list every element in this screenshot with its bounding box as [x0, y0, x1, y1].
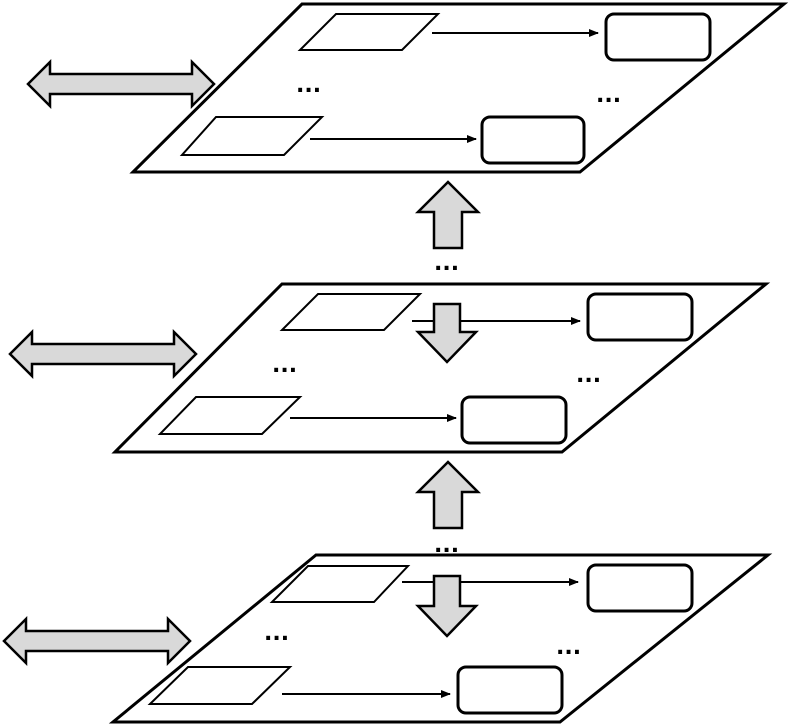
up-arrow [414, 460, 482, 530]
side-double-arrow [26, 58, 216, 110]
input-plane [179, 116, 325, 156]
output-box [586, 563, 694, 613]
ellipsis: ... [596, 83, 621, 108]
input-plane [279, 293, 423, 331]
output-box [586, 292, 694, 342]
output-box [460, 395, 568, 445]
layer-middle: ... ... [111, 282, 771, 454]
input-plane [147, 666, 293, 705]
ellipsis: ... [434, 251, 459, 276]
side-double-arrow [8, 328, 198, 380]
down-arrow [415, 302, 479, 364]
input-plane [157, 396, 303, 435]
output-box [456, 665, 564, 715]
output-box [480, 115, 586, 165]
up-arrow [414, 180, 482, 250]
side-double-arrow [2, 615, 192, 667]
output-box [604, 12, 712, 62]
down-arrow [415, 574, 479, 638]
ellipsis: ... [272, 353, 297, 378]
ellipsis: ... [576, 363, 601, 388]
ellipsis: ... [296, 73, 321, 98]
layer-bottom: ... ... [108, 553, 773, 724]
ellipsis: ... [264, 621, 289, 646]
input-plane [269, 565, 411, 603]
input-plane [297, 13, 441, 51]
ellipsis: ... [556, 635, 581, 660]
layer-top: ... ... [129, 2, 789, 174]
